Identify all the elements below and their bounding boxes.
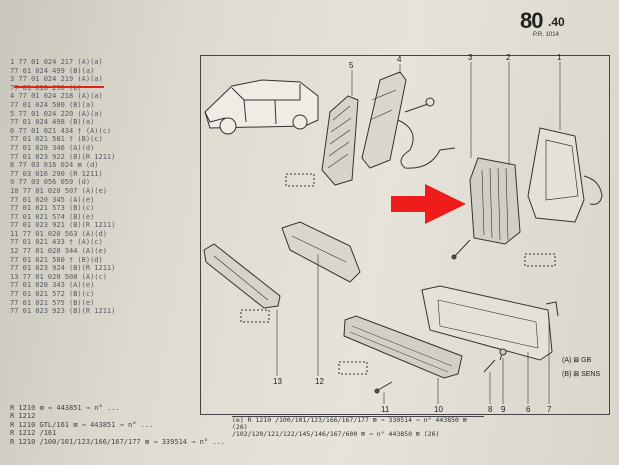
part-number-row: 8 77 03 016 024 ⊠ (d) <box>10 161 99 170</box>
part-number-list: 1 77 01 024 217 (A)(a)77 01 024 499 (B)(… <box>10 58 200 316</box>
bottom-note-row: R 1210 GTL/161 ⊠ ⇒ 443851 ⇒ n° ... <box>10 420 154 429</box>
part-10-front-lens <box>338 315 463 404</box>
part-1-rear-lamp-body <box>527 62 603 223</box>
part-11-screw <box>374 381 393 404</box>
part-number-row: 13 77 01 020 508 (A)(c) <box>10 272 107 281</box>
callout-2: 2 <box>506 53 511 62</box>
page-tag: P.R. 1014 <box>533 32 559 38</box>
part-6-front-lamp-body <box>421 285 559 404</box>
part-number-row: 1 77 01 024 217 (A)(a) <box>10 58 103 66</box>
part-number-row: 77 01 020 345 (A)(e) <box>10 195 95 204</box>
part-number-row: 77 01 021 572 (B)(c) <box>10 290 95 299</box>
part-12-front-lamp <box>281 221 361 376</box>
part-number-row: 77 01 021 580 † (B)(d) <box>10 255 103 264</box>
part-number-row: 77 01 020 346 (A)(d) <box>10 143 95 152</box>
car-illustration <box>204 79 319 135</box>
red-pointer-arrow <box>391 184 466 224</box>
bottom-note-row: R 1212 /161 <box>10 429 57 438</box>
callout-13: 13 <box>273 377 282 386</box>
part-number-row: 3 77 01 024 219 (A)(a) <box>10 75 103 84</box>
callout-9: 9 <box>501 405 506 414</box>
bottom-note-row: R 1210 ⊠ ⇒ 443851 ⇒ n° ... <box>10 404 120 412</box>
part-13-side-indicator <box>203 243 281 376</box>
part-number-row: 11 77 01 020 563 (A)(d) <box>10 229 107 238</box>
part-number-row: 77 01 023 922 (B)(R 1211) <box>10 152 116 161</box>
page-number-suffix: .40 <box>548 15 565 29</box>
part-number-row: 77 01 024 499 (B)(a) <box>10 66 95 75</box>
callout-11: 11 <box>381 405 390 414</box>
part-number-row: 77 01 021 573 (B)(c) <box>10 204 95 213</box>
part-number-row: 12 77 01 020 344 (A)(e) <box>10 247 107 256</box>
part-number-row: 77 01 024 500 (B)(a) <box>10 100 95 109</box>
bottom-note-box: (e) R 1210 /100/101/123/166/167/177 ⊠ ⇒ … <box>232 416 484 447</box>
part-number-row: 10 77 01 020 507 (A)(e) <box>10 186 107 195</box>
bottom-note-row: R 1210 /100/101/123/166/167/177 ⊠ ⇒ 3395… <box>10 437 225 446</box>
callout-1: 1 <box>557 53 562 62</box>
legend-entry-b: (B) ⊠ SENS <box>562 371 601 378</box>
callout-4: 4 <box>397 55 402 64</box>
callout-6: 6 <box>526 405 531 414</box>
red-underline-marker <box>14 86 104 88</box>
part-4-lamp-housing <box>361 64 456 169</box>
exploded-diagram-frame <box>200 55 610 415</box>
part-number-row: 77 01 021 575 (B)(e) <box>10 298 95 307</box>
part-number-row: 9 77 03 056 059 (d) <box>10 178 91 187</box>
bottom-note-line: /102/120/121/122/145/146/167/600 ⊠ ⇒ n° … <box>232 430 440 438</box>
callout-5: 5 <box>349 61 354 70</box>
callout-10: 10 <box>434 405 443 414</box>
part-5-side-lens <box>285 70 359 187</box>
callout-7: 7 <box>547 405 552 414</box>
part-number-row: 77 01 021 581 † (B)(c) <box>10 135 103 144</box>
part-number-row: 77 01 023 924 (B)(R 1211) <box>10 264 116 273</box>
part-number-row: 4 77 01 024 218 (A)(a) <box>10 92 103 101</box>
bottom-note-row: R 1212 <box>10 412 36 421</box>
callout-8: 8 <box>488 405 493 414</box>
part-2-rear-lens <box>451 62 556 267</box>
part-number-row: 77 01 020 343 (A)(e) <box>10 281 95 290</box>
part-number-row: 77 01 023 923 (B)(R 1211) <box>10 307 116 316</box>
part-number-row: 77 03 016 290 (R 1211) <box>10 169 103 178</box>
page-number: 80 <box>520 8 544 33</box>
part-number-row: 6 77 01 021 434 † (A)(c) <box>10 126 112 135</box>
legend-entry-a: (A) ⊠ GB <box>562 357 592 364</box>
part-number-row: 5 77 01 024 220 (A)(a) <box>10 109 103 118</box>
part-number-row: 77 01 021 574 (B)(e) <box>10 212 95 221</box>
callout-12: 12 <box>315 377 324 386</box>
bottom-note-line: (e) R 1210 /100/101/123/166/167/177 ⊠ ⇒ … <box>232 416 467 431</box>
part-number-row: 77 01 024 498 (B)(a) <box>10 118 95 127</box>
callout-3: 3 <box>468 53 473 62</box>
part-number-row: 77 01 023 921 (B)(R 1211) <box>10 221 116 230</box>
part-number-row: 77 01 021 433 † (A)(c) <box>10 238 103 247</box>
legend: (A) ⊠ GB (B) ⊠ SENS <box>562 354 612 382</box>
